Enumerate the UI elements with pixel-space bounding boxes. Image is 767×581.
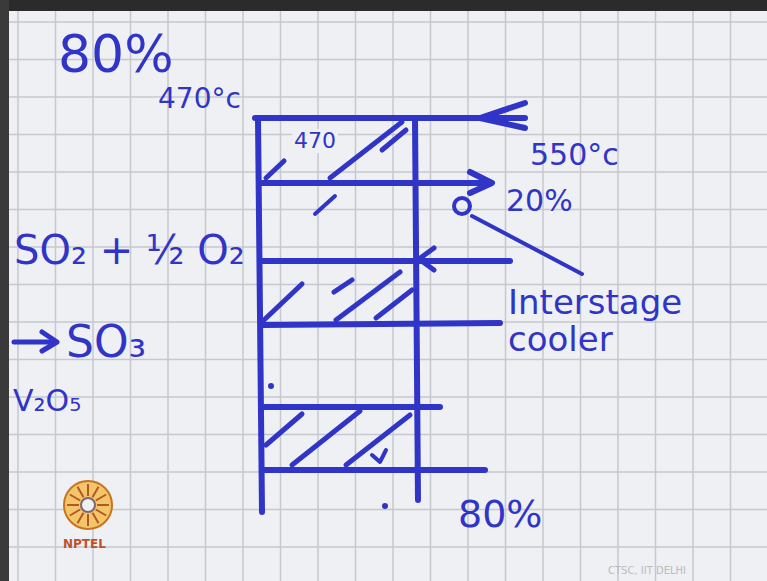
grid-line xyxy=(0,209,767,211)
logo-ray xyxy=(87,514,89,526)
reaction-arrow xyxy=(42,332,57,351)
return-line xyxy=(262,258,510,264)
inlet-arrowhead xyxy=(480,103,525,128)
grid-line xyxy=(0,96,767,98)
logo-ray xyxy=(78,487,84,497)
ink-dot xyxy=(270,385,273,388)
logo-text: NPTEL xyxy=(63,538,106,551)
logo-ray xyxy=(93,513,99,523)
bed-temperature: 470 xyxy=(292,129,338,153)
grid-line xyxy=(317,0,319,581)
label-slot: 20% xyxy=(506,184,573,217)
conversion-percent: 80% xyxy=(458,494,542,536)
reaction-equation: SO₂ + ½ O₂ xyxy=(14,228,245,272)
grid-line xyxy=(242,0,244,581)
label-slot: NPTEL xyxy=(63,533,106,552)
grid-line xyxy=(17,0,19,581)
ink-dot xyxy=(384,505,387,508)
label-slot: 80% xyxy=(58,26,174,83)
return-arrowhead xyxy=(419,248,434,270)
grid-line xyxy=(0,396,767,398)
bed-line xyxy=(262,467,485,473)
grid-line xyxy=(0,509,767,511)
catalyst-bed: 470 xyxy=(264,121,412,180)
catalyst-hatch xyxy=(315,196,335,214)
logo-ray xyxy=(96,510,106,516)
column-wall xyxy=(415,118,418,500)
catalyst-hatch xyxy=(346,415,410,465)
label-slot: SO₃ xyxy=(66,318,146,366)
frame-edge xyxy=(0,0,767,11)
grid-line xyxy=(280,0,282,581)
outlet-arrowhead xyxy=(470,172,492,193)
grid-line xyxy=(355,0,357,581)
leader-line xyxy=(472,216,582,274)
label-slot: CTSC, IIT DELHI xyxy=(608,559,686,578)
catalyst-hatch xyxy=(372,450,386,462)
logo-ray xyxy=(70,510,80,516)
bed-line xyxy=(262,404,440,410)
grid-line xyxy=(0,546,767,548)
catalyst-hatch xyxy=(382,130,406,150)
logo-ray xyxy=(67,504,79,506)
grid-line xyxy=(392,0,394,581)
logo-ray xyxy=(97,504,109,506)
frame-edge xyxy=(0,0,9,581)
cooler-label: Interstage cooler xyxy=(508,284,748,359)
label-slot: Interstage cooler xyxy=(508,284,748,359)
inlet-temperature: 470°c xyxy=(158,84,241,115)
grid-line xyxy=(130,0,132,581)
nptel-logo xyxy=(64,481,112,529)
catalyst-hatch xyxy=(330,122,402,178)
grid-line xyxy=(692,0,694,581)
converter-sketch xyxy=(14,103,582,512)
outlet-temperature: 550°c xyxy=(530,138,619,171)
catalyst-hatch xyxy=(264,284,302,320)
label-slot: 470°c xyxy=(158,84,241,115)
catalyst-hatch xyxy=(266,161,284,178)
grid-line xyxy=(0,171,767,173)
catalyst-hatch xyxy=(376,290,412,318)
label-slot: SO₂ + ½ O₂ xyxy=(14,228,245,272)
grid-line xyxy=(430,0,432,581)
logo-ray xyxy=(93,487,99,497)
grid-line xyxy=(730,0,732,581)
catalyst-hatch xyxy=(292,411,360,465)
label-slot: 550°c xyxy=(530,138,619,171)
logo-ray xyxy=(78,513,84,523)
conversion-percent: 80% xyxy=(58,26,174,83)
catalyst-hatch xyxy=(266,414,302,445)
column-wall xyxy=(258,118,262,512)
logo-ray xyxy=(96,495,106,501)
catalyst-hatch xyxy=(334,280,352,292)
logo-ray xyxy=(70,495,80,501)
label-slot: V₂O₅ xyxy=(13,384,81,417)
conversion-percent: 20% xyxy=(506,184,573,217)
product-formula: SO₃ xyxy=(66,318,146,366)
bed-line xyxy=(262,323,500,325)
grid-line xyxy=(55,0,57,581)
watermark: CTSC, IIT DELHI xyxy=(608,565,686,576)
cooler-symbol xyxy=(454,198,470,214)
catalyst-formula: V₂O₅ xyxy=(13,384,81,417)
catalyst-hatch xyxy=(336,272,400,320)
label-slot: 80% xyxy=(458,494,542,536)
grid-line xyxy=(0,21,767,23)
outlet-line xyxy=(262,180,490,186)
logo-ray xyxy=(87,484,89,496)
